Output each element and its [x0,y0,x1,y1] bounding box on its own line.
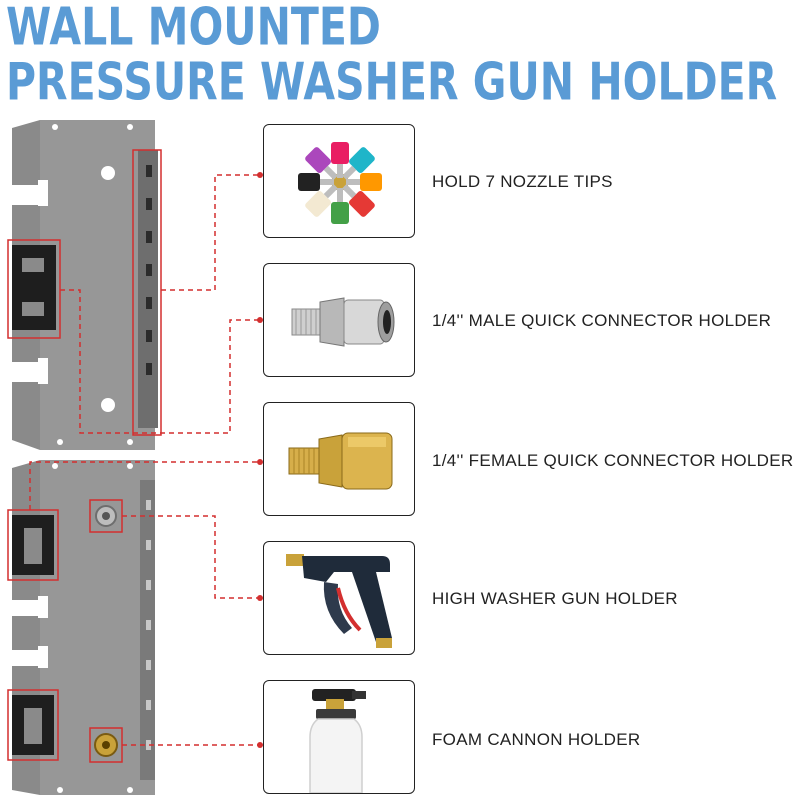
feature-label-nozzle-tips: HOLD 7 NOZZLE TIPS [432,172,613,191]
washer-gun-box [263,541,415,655]
callout-dots [257,172,263,748]
feature-label-washer-gun: HIGH WASHER GUN HOLDER [432,589,678,608]
female-connector-icon [288,432,393,490]
male-connector-box [263,263,415,377]
title-line-2: PRESSURE WASHER GUN HOLDER [6,52,778,112]
bottom-bracket [7,460,155,795]
female-connector-box [263,402,415,516]
male-connector-icon [291,297,395,347]
feature-label-female-connector: 1/4'' FEMALE QUICK CONNECTOR HOLDER [432,451,794,470]
top-bracket [7,120,162,450]
feature-label-male-connector: 1/4'' MALE QUICK CONNECTOR HOLDER [432,311,772,330]
foam-cannon-box [263,680,415,794]
foam-cannon-icon [309,689,366,793]
washer-gun-icon [286,554,392,648]
nozzle-tips-box [263,124,415,238]
feature-label-foam-cannon: FOAM CANNON HOLDER [432,730,641,749]
nozzle-tips-icon [298,142,382,224]
callout-lines [29,174,258,746]
title-line-1: WALL MOUNTED [6,0,381,57]
